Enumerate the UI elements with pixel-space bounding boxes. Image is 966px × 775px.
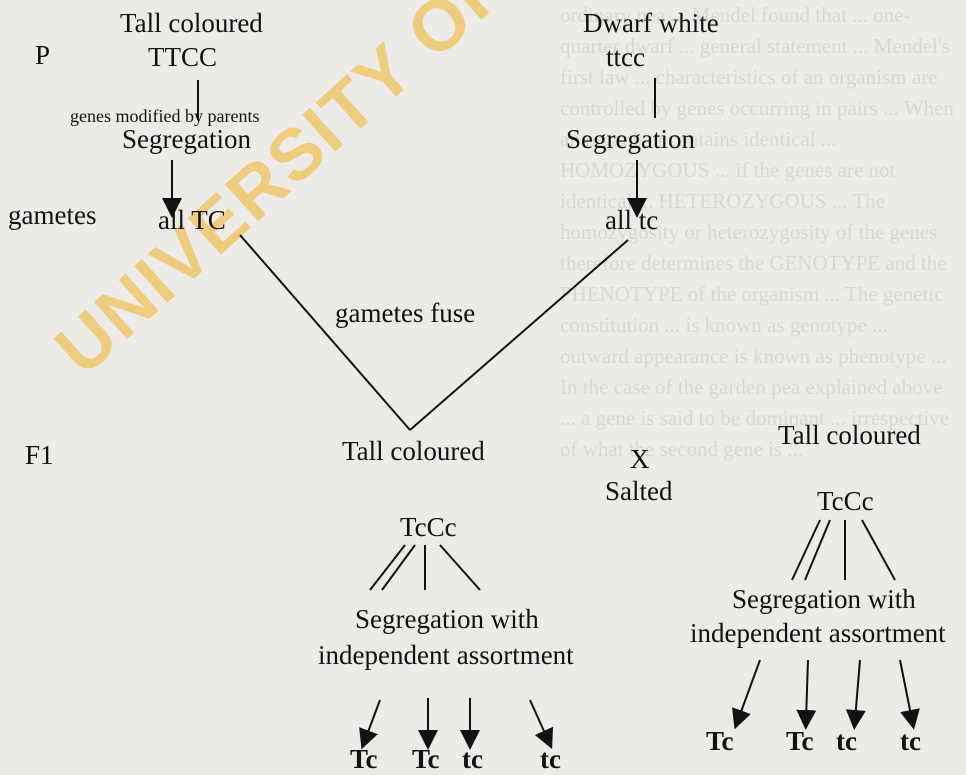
f1-right-gamete: tc bbox=[900, 726, 921, 756]
f1-right-gamete: Tc bbox=[786, 726, 814, 756]
f1-left-process-line2: independent assortment bbox=[318, 640, 574, 670]
left-segregation-label: Segregation bbox=[122, 124, 251, 154]
f1-left-phenotype: Tall coloured bbox=[342, 436, 485, 466]
gametes-fuse-label: gametes fuse bbox=[335, 298, 476, 328]
f1-right-gamete: Tc bbox=[706, 726, 734, 756]
left-parent-phenotype: Tall coloured bbox=[120, 8, 263, 38]
cross-symbol: X bbox=[630, 444, 650, 474]
left-parent-genotype: TTCC bbox=[148, 42, 218, 72]
f1-right-branch bbox=[804, 519, 831, 581]
f1-right-phenotype: Tall coloured bbox=[778, 420, 921, 450]
f1-right-genotype: TcCc bbox=[817, 486, 874, 516]
f1-left-gamete-arrow bbox=[359, 699, 381, 750]
fuse-line-right bbox=[409, 239, 629, 431]
background-page-text: ordinary pea ... Mendel found that ... o… bbox=[560, 3, 960, 461]
f1-right-process-line2: independent assortment bbox=[690, 618, 946, 648]
f1-right-process-line1: Segregation with bbox=[732, 584, 916, 614]
f1-right-gamete-arrow bbox=[732, 659, 761, 730]
f1-left-genotype: TcCc bbox=[400, 512, 457, 542]
right-gametes: all tc bbox=[605, 205, 659, 235]
f1-left-gamete: Tc bbox=[350, 744, 378, 774]
right-parent-genotype: ttcc bbox=[606, 42, 645, 72]
f1-left-gamete: Tc bbox=[412, 744, 440, 774]
cross-label: Salted bbox=[605, 476, 673, 506]
f1-left-gamete: tc bbox=[540, 744, 561, 774]
f1-right-branch bbox=[861, 519, 896, 581]
label-f1: F1 bbox=[25, 440, 54, 470]
label-p: P bbox=[35, 40, 51, 70]
f1-left-branch bbox=[381, 544, 416, 591]
right-segregation-label: Segregation bbox=[566, 124, 695, 154]
right-parent-phenotype: Dwarf white bbox=[583, 8, 719, 38]
f1-right-gamete-arrow bbox=[796, 659, 817, 730]
label-gametes: gametes bbox=[8, 200, 97, 230]
f1-left-branch bbox=[369, 544, 406, 591]
f1-left-branch bbox=[439, 544, 481, 591]
f1-left-process-line1: Segregation with bbox=[355, 604, 539, 634]
f1-right-branch bbox=[791, 519, 821, 581]
f1-left-gamete: tc bbox=[462, 744, 483, 774]
note-genes-modified: genes modified by parents bbox=[70, 106, 260, 126]
f1-right-gamete-arrow bbox=[845, 659, 866, 730]
left-gametes: all TC bbox=[158, 205, 226, 235]
f1-right-gamete-arrow bbox=[899, 659, 920, 730]
fuse-line-left bbox=[239, 234, 411, 431]
f1-right-gamete: tc bbox=[836, 726, 857, 756]
f1-left-gamete-arrow bbox=[529, 699, 554, 750]
